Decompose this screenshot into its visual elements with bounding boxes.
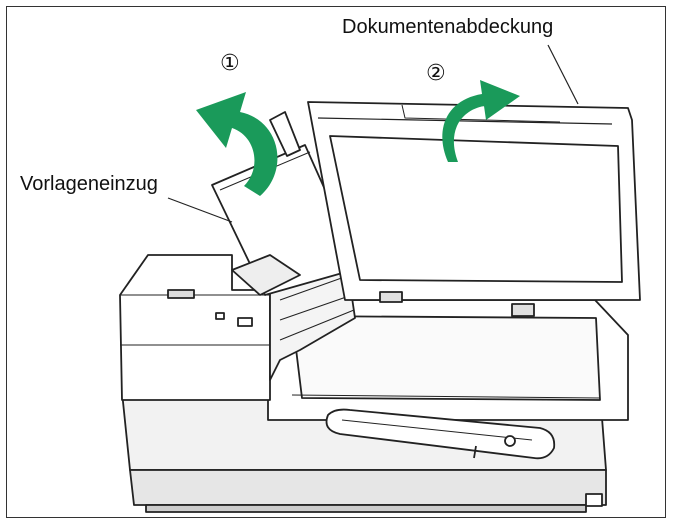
document-cover-leader (547, 44, 579, 105)
arrow-step-1 (196, 92, 278, 196)
flatbed (267, 299, 629, 421)
step-2-marker: ② (426, 61, 446, 86)
document-feeder-leader (167, 197, 233, 223)
document-cover-label: Dokumentenabdeckung (342, 16, 553, 38)
arrow-step-2 (442, 80, 520, 162)
document-cover (307, 101, 641, 317)
step-1-marker: ① (220, 51, 240, 76)
document-feeder-label: Vorlageneinzug (20, 173, 158, 195)
front-handle (325, 408, 556, 460)
